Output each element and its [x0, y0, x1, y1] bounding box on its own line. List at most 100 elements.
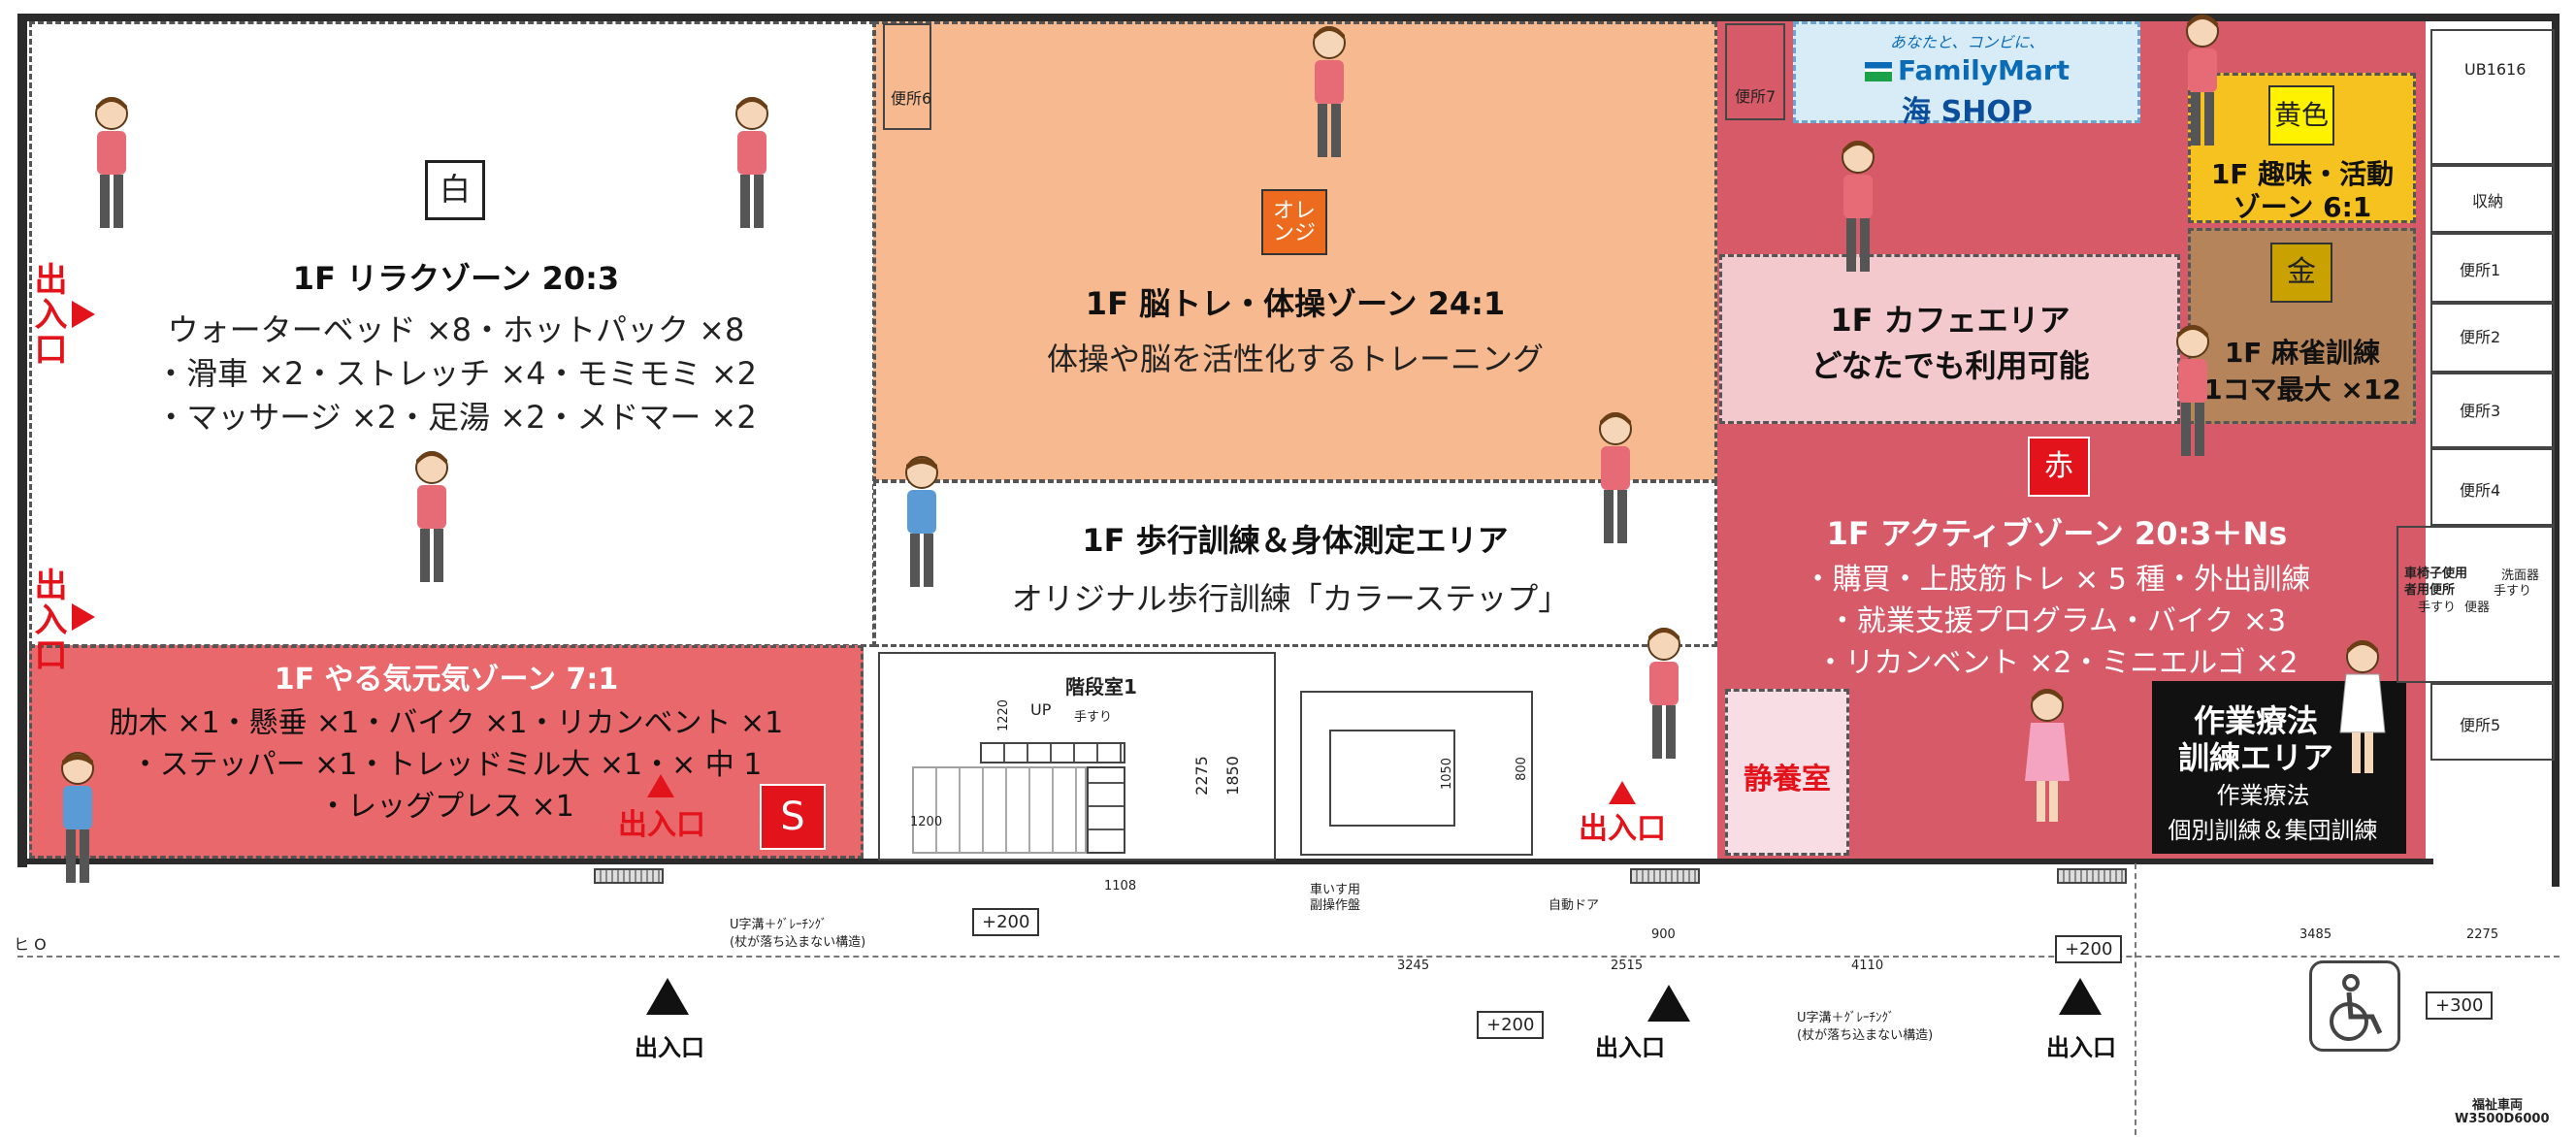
- dim-800: 800: [1514, 757, 1529, 781]
- dim-1200: 1200: [910, 815, 943, 829]
- relax-line-3: ・マッサージ ×2・足湯 ×2・メドマー ×2: [155, 399, 757, 436]
- cafe-zone: [1719, 254, 2180, 424]
- stair-steps-lower: [912, 766, 1087, 854]
- cafe-title-1: 1F カフェエリア: [1830, 302, 2071, 339]
- entrance-inner-1[interactable]: 出入口: [618, 808, 705, 842]
- staff-figure-icon: [905, 456, 938, 587]
- dim-1220: 1220: [996, 698, 1012, 732]
- vehicle-label-2: W3500D6000: [2455, 1112, 2550, 1126]
- toilet-3-label: 便所3: [2460, 402, 2501, 420]
- level-200-a: +200: [972, 908, 1040, 936]
- ub-room: [2430, 29, 2555, 165]
- entrance-outer-3[interactable]: 出入口: [2046, 1034, 2116, 1061]
- shop-brand: FamilyMart: [1805, 54, 2130, 86]
- dim-4110: 4110: [1851, 958, 1884, 973]
- entrance-triangle-icon: [1647, 985, 1690, 1022]
- active-line-3: ・リカンベント ×2・ミニエルゴ ×2: [1815, 646, 2299, 680]
- wheelchair-panel-line-1: 車いす用: [1310, 883, 1361, 897]
- hobby-title-1: 1F 趣味・活動: [2210, 158, 2395, 190]
- shop-zone: [1793, 21, 2140, 123]
- mahjong-badge: 金: [2270, 243, 2332, 303]
- entrance-left-top[interactable]: 出入口: [28, 262, 67, 367]
- vehicle-label-1: 福祉車両: [2472, 1098, 2524, 1113]
- wheelchair-toilet-room: [2397, 526, 2555, 683]
- relax-line-2: ・滑車 ×2・ストレッチ ×4・モミモミ ×2: [154, 355, 758, 392]
- storage-label: 収納: [2472, 192, 2504, 211]
- dim-2275: 2275: [1191, 756, 1211, 796]
- gutter-b-line-2: (杖が落ち込まない構造): [1797, 1028, 1934, 1043]
- brain-title: 1F 脳トレ・体操ゾーン 24:1: [1085, 285, 1506, 322]
- relax-line-1: ウォーターベッド ×8・ホットパック ×8: [167, 311, 745, 348]
- edge-label: ヒ O: [14, 935, 47, 954]
- toilet-7-room: [1725, 23, 1785, 120]
- handrail-a-label: 手すり: [2494, 584, 2532, 599]
- hobby-title-2: ゾーン 6:1: [2233, 191, 2372, 223]
- ot-desc-2: 個別訓練＆集団訓練: [2168, 817, 2378, 844]
- stairs-label: 階段室1: [1065, 675, 1137, 698]
- wheelchair-panel-line-2: 副操作盤: [1310, 898, 1361, 913]
- wheelchair-toilet-label-1: 車椅子使用: [2404, 567, 2468, 581]
- motivation-line-1: 肋木 ×1・懸垂 ×1・バイク ×1・リカンベント ×1: [109, 706, 784, 740]
- gutter-grate-1: [594, 868, 664, 884]
- entrance-outer-2[interactable]: 出入口: [1595, 1034, 1665, 1061]
- ot-title-2: 訓練エリア: [2177, 739, 2333, 776]
- auto-door-label: 自動ドア: [1549, 898, 1600, 913]
- walk-title: 1F 歩行訓練＆身体測定エリア: [1082, 522, 1509, 559]
- handrail-b-label: 手すり: [2418, 601, 2457, 615]
- toilet-5-label: 便所5: [2460, 716, 2501, 734]
- entrance-triangle-icon: [2059, 978, 2102, 1015]
- brain-desc: 体操や脳を活性化するトレーニング: [1046, 341, 1544, 377]
- active-line-2: ・就業支援プログラム・バイク ×3: [1827, 604, 2287, 638]
- entrance-outer-1[interactable]: 出入口: [635, 1034, 704, 1061]
- motivation-title: 1F やる気元気ゾーン 7:1: [274, 663, 619, 697]
- motivation-line-3: ・レッグプレス ×1: [318, 790, 574, 824]
- dim-1108: 1108: [1104, 879, 1137, 893]
- rest-title: 静養室: [1744, 763, 1831, 796]
- outer-wall-top: [17, 14, 2560, 21]
- staff-figure-icon: [735, 97, 768, 228]
- gutter-b-line-1: U字溝＋ｸﾞﾚｰﾁﾝｸﾞ: [1797, 1011, 1895, 1025]
- hobby-badge: 黄色: [2268, 85, 2334, 146]
- staff-figure-icon: [1647, 628, 1680, 759]
- relax-badge: 白: [425, 160, 485, 220]
- gutter-a-line-2: (杖が落ち込まない構造): [730, 935, 866, 950]
- dim-900: 900: [1651, 927, 1676, 942]
- staff-figure-icon: [61, 752, 94, 883]
- active-title: 1F アクティブゾーン 20:3＋Ns: [1826, 515, 2288, 552]
- stair-steps-right: [1087, 766, 1125, 854]
- stair-room: [878, 652, 1276, 861]
- outer-wall-right: [2552, 14, 2560, 887]
- staff-figure-icon: [2176, 325, 2209, 456]
- active-badge: 赤: [2028, 437, 2090, 497]
- level-300: +300: [2426, 991, 2494, 1020]
- active-line-1: ・購買・上肢筋トレ × 5 種・外出訓練: [1803, 563, 2311, 597]
- relax-title: 1F リラクゾーン 20:3: [292, 260, 620, 297]
- toilet-6-label: 便所6: [891, 89, 932, 108]
- dim-3245: 3245: [1397, 958, 1430, 973]
- stair-steps-upper: [980, 742, 1125, 763]
- toilet-2-label: 便所2: [2460, 328, 2501, 346]
- level-200-c: +200: [2055, 935, 2123, 963]
- mahjong-title-2: 1コマ最大 ×12: [2203, 374, 2401, 406]
- staff-figure-icon: [1599, 412, 1632, 543]
- gutter-grate-2: [1630, 868, 1700, 884]
- wheelchair-toilet-label-2: 者用便所: [2404, 583, 2456, 598]
- dim-2515: 2515: [1611, 958, 1644, 973]
- toilet-7-label: 便所7: [1735, 87, 1777, 106]
- relax-zone: [29, 21, 875, 647]
- stairs-handrail-label: 手すり: [1074, 710, 1113, 725]
- entrance-left-bottom[interactable]: 出入口: [28, 568, 67, 672]
- toilet-6-room: [883, 23, 931, 130]
- toilet-4-room: [2430, 448, 2555, 526]
- staff-figure-icon: [415, 451, 448, 582]
- outer-wall-bottom: [17, 859, 2433, 864]
- entrance-inner-2[interactable]: 出入口: [1579, 812, 1666, 846]
- motivation-badge: S: [760, 784, 826, 850]
- dim-1850: 1850: [1223, 756, 1242, 796]
- shop-tagline: あなたと、コンビに、: [1890, 33, 2044, 51]
- flush-label: 便器: [2464, 601, 2491, 615]
- gutter-grate-3: [2057, 868, 2127, 884]
- dim-1050: 1050: [1440, 757, 1455, 791]
- arrow-up-icon: [1609, 781, 1636, 804]
